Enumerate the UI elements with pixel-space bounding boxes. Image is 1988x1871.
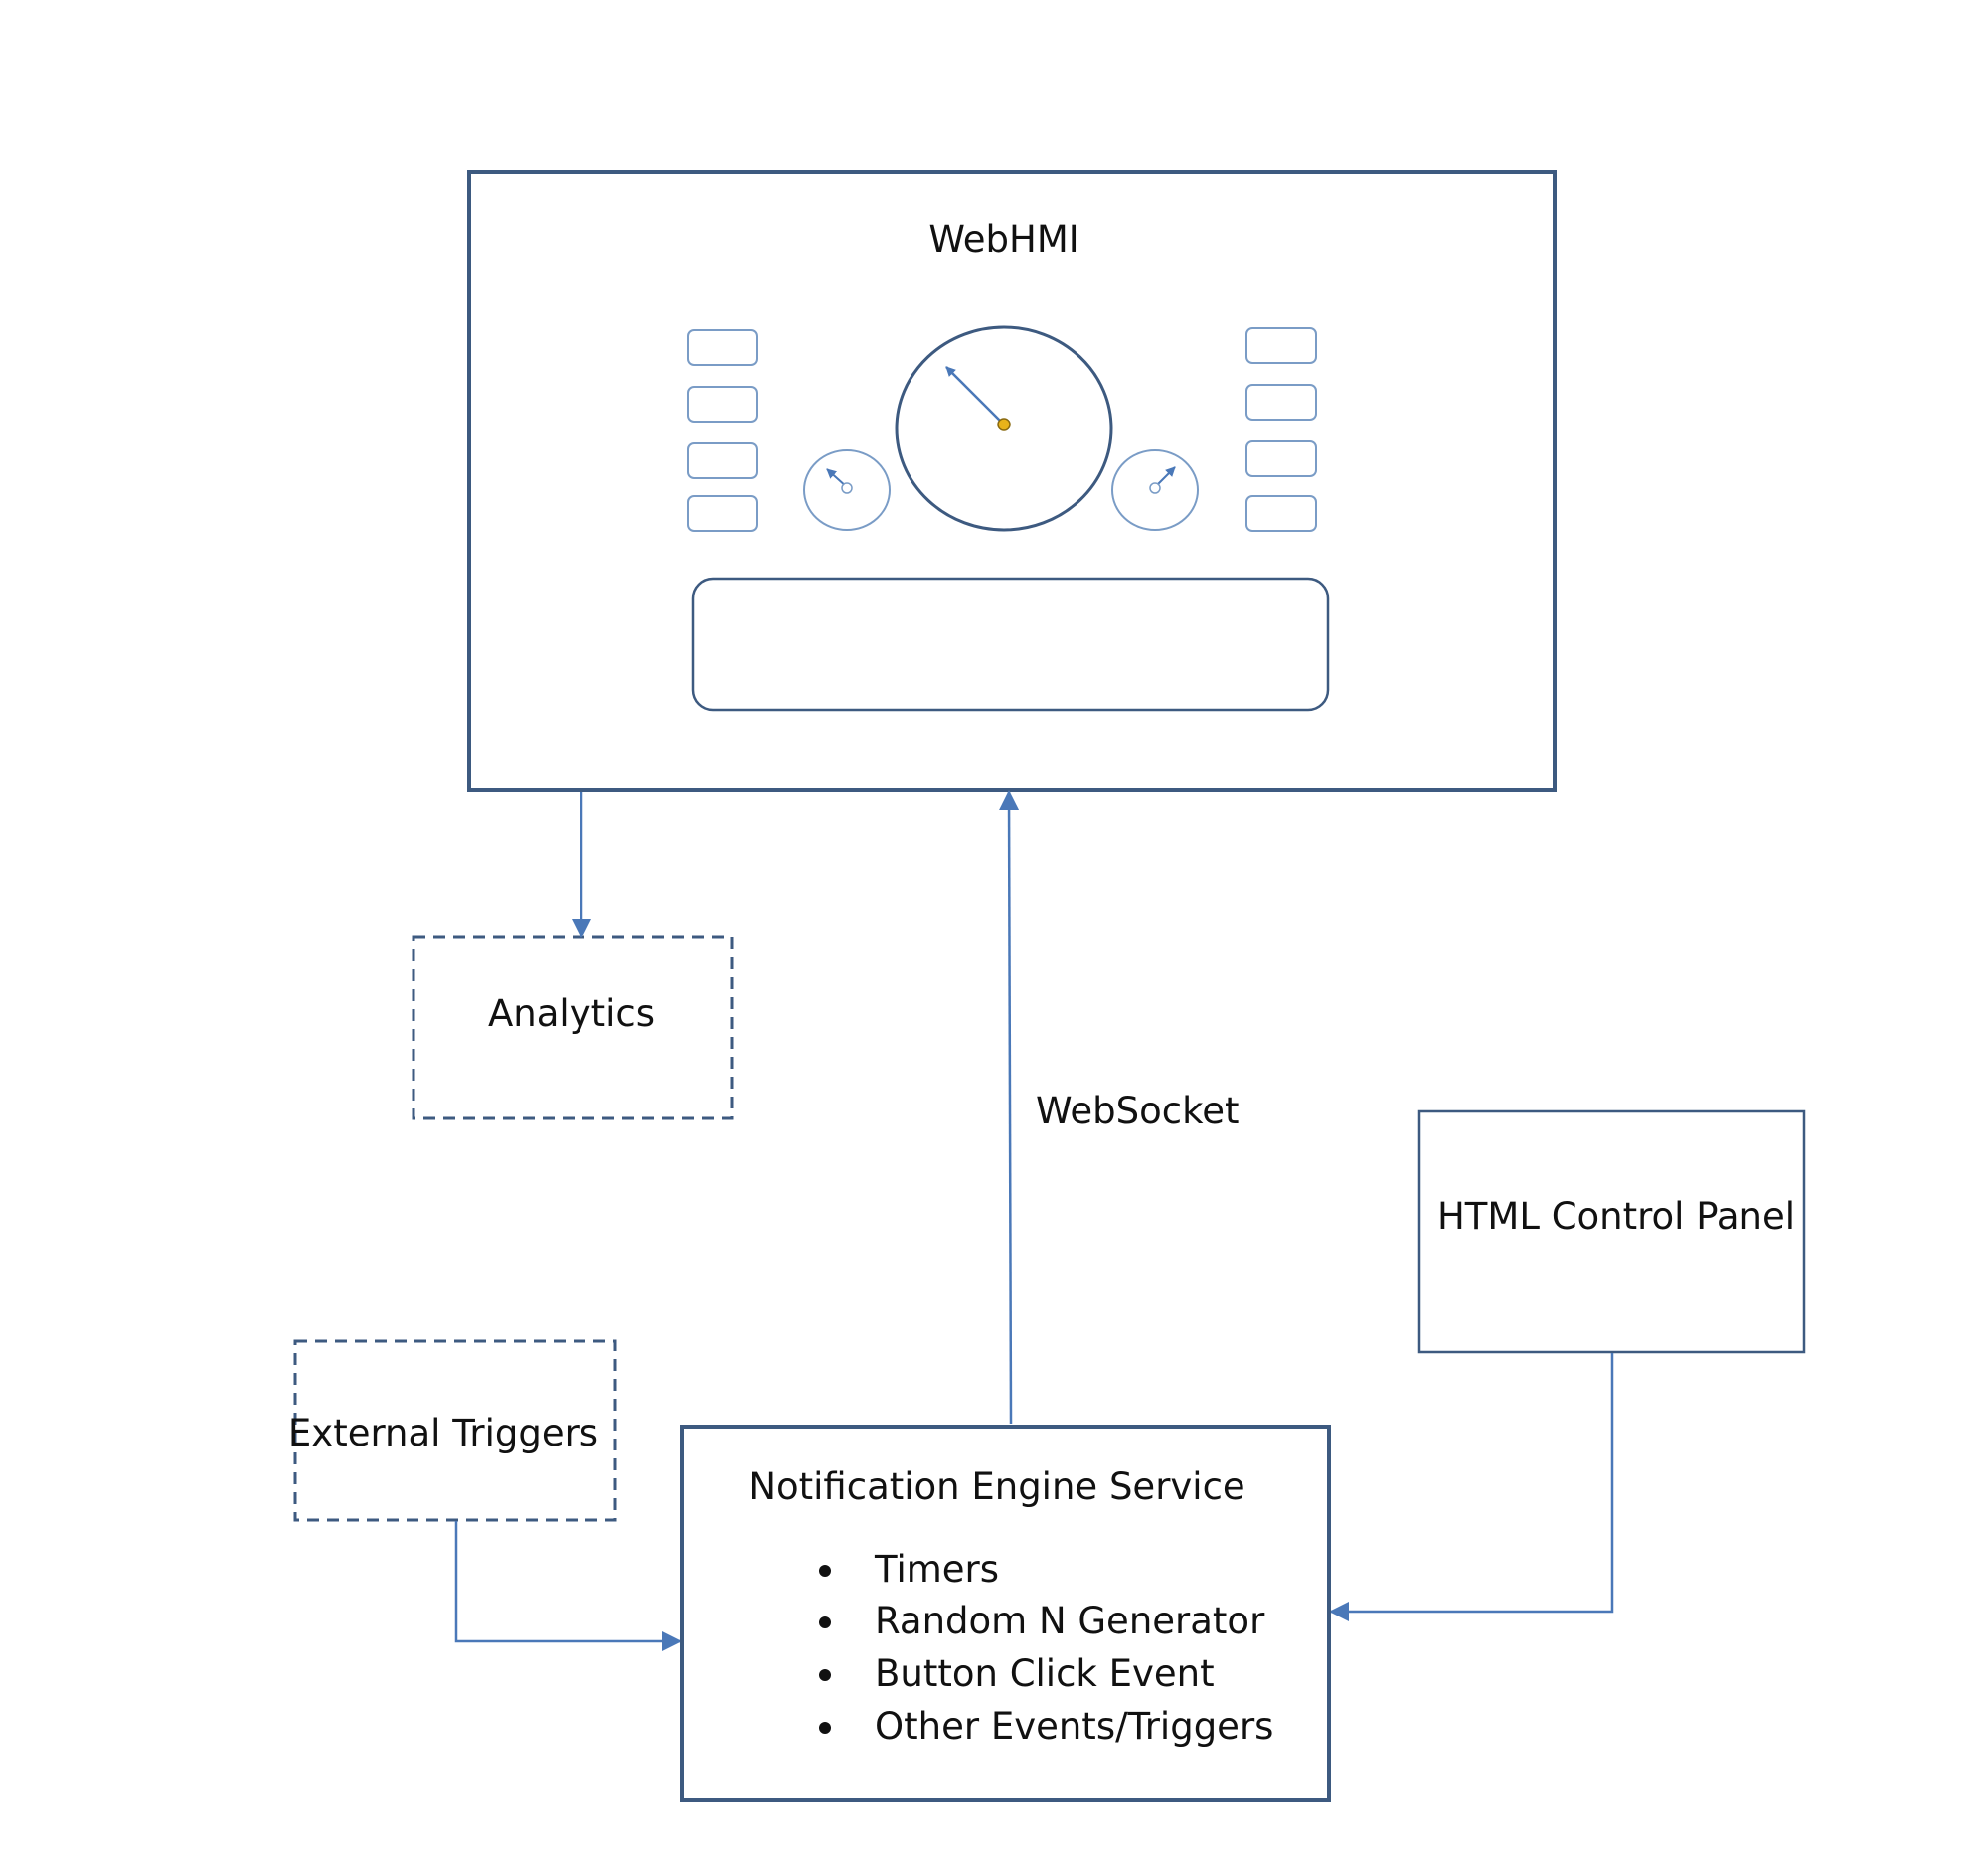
hmi-button[interactable]	[687, 495, 758, 532]
small-gauge-pivot	[1149, 482, 1161, 494]
list-item: Random N Generator	[819, 1600, 1265, 1642]
websocket-label: WebSocket	[1036, 1090, 1240, 1132]
notification-engine-title: Notification Engine Service	[748, 1465, 1244, 1508]
arrow-websocket	[999, 790, 1020, 1425]
hmi-left-buttons	[687, 329, 758, 532]
main-gauge-needle	[945, 366, 1005, 425]
webhmi-title: WebHMI	[928, 218, 1078, 260]
arrow-external-to-engine	[454, 1521, 682, 1651]
hmi-button[interactable]	[687, 329, 758, 366]
hmi-button[interactable]	[1245, 327, 1317, 364]
analytics-box: Analytics	[412, 936, 734, 1120]
hmi-small-gauge-left	[803, 449, 891, 531]
list-item: Timers	[819, 1548, 999, 1591]
html-control-panel-box: HTML Control Panel	[1417, 1109, 1806, 1354]
hmi-button[interactable]	[687, 386, 758, 423]
hmi-display-panel	[691, 577, 1330, 712]
external-triggers-label: External Triggers	[288, 1412, 598, 1454]
bullet-icon	[819, 1669, 831, 1681]
small-gauge-pivot	[841, 482, 853, 494]
hmi-button[interactable]	[687, 442, 758, 479]
list-item-label: Other Events/Triggers	[875, 1705, 1273, 1748]
analytics-frame	[412, 936, 734, 1120]
external-triggers-box: External Triggers	[288, 1339, 617, 1522]
bullet-icon	[819, 1616, 831, 1628]
hmi-button[interactable]	[1245, 440, 1317, 477]
hmi-small-gauge-right	[1111, 449, 1199, 531]
list-item: Other Events/Triggers	[819, 1705, 1273, 1748]
bullet-icon	[819, 1565, 831, 1577]
notification-engine-list: Timers Random N Generator Button Click E…	[819, 1548, 1273, 1748]
list-item-label: Random N Generator	[875, 1600, 1265, 1642]
arrow-control-panel-to-engine	[1329, 1353, 1614, 1621]
list-item-label: Timers	[874, 1548, 999, 1591]
hmi-main-gauge	[895, 325, 1113, 532]
hmi-button[interactable]	[1245, 495, 1317, 532]
notification-engine-frame	[680, 1425, 1331, 1802]
webhmi-box: WebHMI	[467, 170, 1557, 792]
hmi-right-buttons	[1245, 327, 1317, 532]
main-gauge-pivot	[997, 418, 1011, 431]
list-item-label: Button Click Event	[875, 1652, 1215, 1695]
analytics-label: Analytics	[488, 992, 655, 1035]
hmi-button[interactable]	[1245, 384, 1317, 421]
html-control-panel-frame	[1417, 1109, 1806, 1354]
notification-engine-box: Notification Engine Service Timers Rando…	[680, 1425, 1331, 1802]
external-triggers-frame	[293, 1339, 617, 1522]
bullet-icon	[819, 1722, 831, 1734]
html-control-panel-label: HTML Control Panel	[1437, 1195, 1795, 1238]
list-item: Button Click Event	[819, 1652, 1215, 1695]
